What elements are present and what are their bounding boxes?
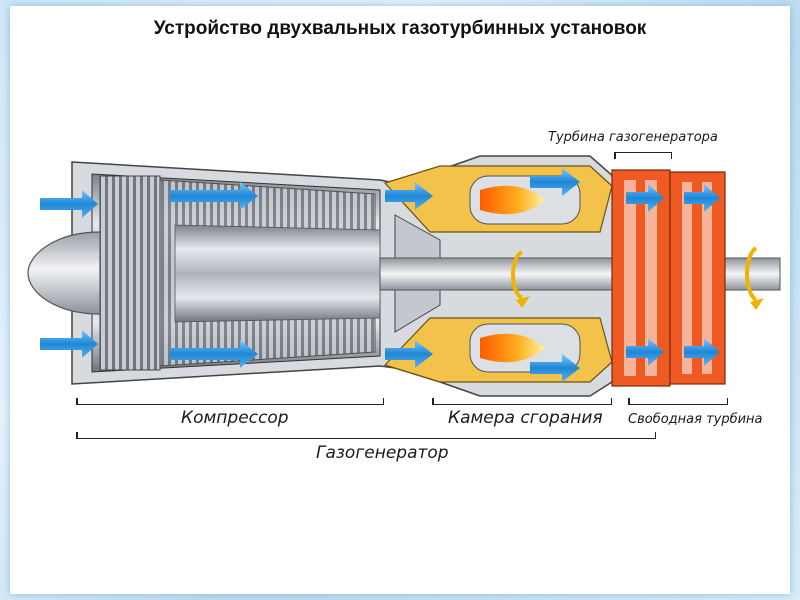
air-flow-arrow-icon — [40, 330, 98, 358]
gas-generator-turbine-bracket — [614, 152, 672, 161]
combustion-chamber-bracket — [432, 396, 612, 405]
compressor — [91, 173, 381, 373]
flame-icon — [480, 333, 545, 363]
rotation-arrow-icon — [511, 250, 524, 300]
rotation-arrow-icon — [745, 246, 758, 302]
air-flow-arrow-icon — [530, 354, 580, 382]
rotation-arrow-icon — [750, 298, 764, 310]
air-flow-arrow-icon — [626, 184, 664, 212]
spinner — [27, 231, 101, 315]
diagram-title: Устройство двухвальных газотурбинных уст… — [153, 18, 647, 39]
air-flow-arrow-icon — [626, 338, 664, 366]
air-flow-arrow-icon — [684, 184, 720, 212]
air-flow-arrow-icon — [385, 340, 433, 368]
flame-icon — [480, 185, 545, 215]
gas-generator-turbine-label: Турбина газогенератора — [548, 130, 718, 145]
air-flow-arrow-icon — [385, 182, 433, 210]
compressor-label: Компрессор — [181, 408, 289, 428]
gas-generator-label: Газогенератор — [316, 443, 449, 463]
air-flow-arrow-icon — [530, 168, 580, 196]
air-flow-arrow-icon — [170, 182, 258, 210]
gas-generator-bracket — [76, 430, 656, 439]
rotation-arrow-icon — [516, 296, 530, 308]
free-turbine-label: Свободная турбина — [628, 412, 763, 427]
air-flow-arrow-icon — [684, 338, 720, 366]
air-flow-arrows — [40, 168, 720, 382]
compressor-bracket — [76, 396, 384, 405]
rotation-arrows — [511, 246, 758, 302]
main-shaft — [379, 257, 631, 291]
free-turbine-bracket — [628, 396, 728, 405]
air-flow-arrow-icon — [40, 190, 98, 218]
combustion-chamber-label: Камера сгорания — [448, 408, 603, 428]
air-flow-arrow-icon — [170, 340, 258, 368]
